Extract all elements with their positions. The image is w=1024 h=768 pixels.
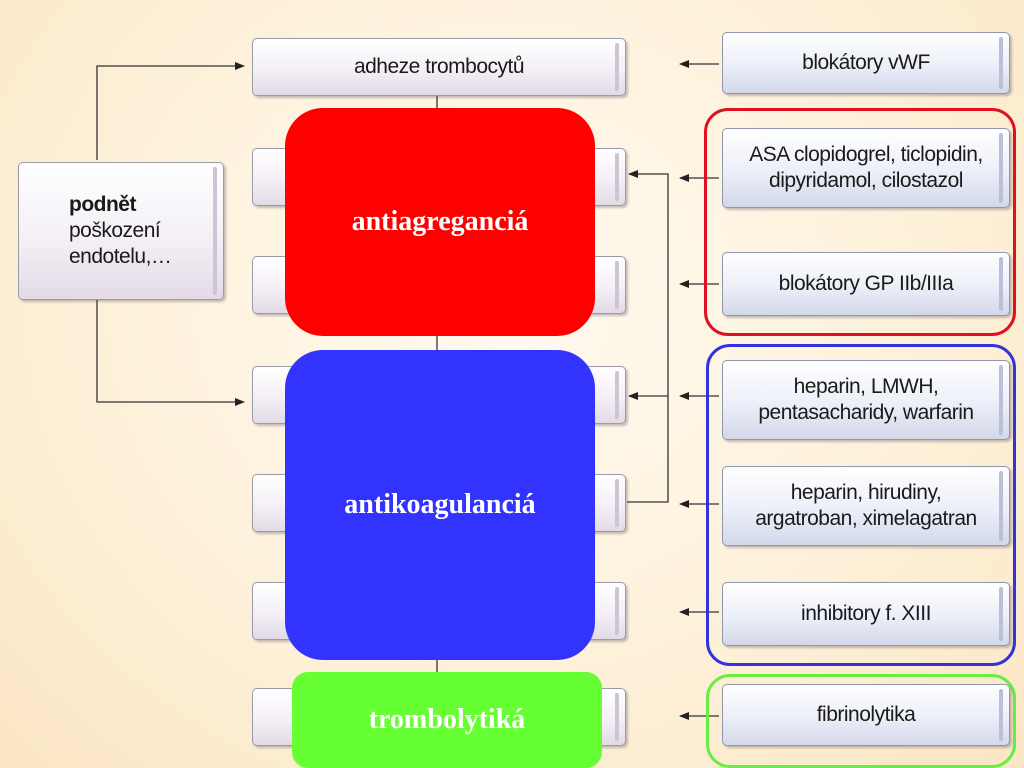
drug-label: pentasacharidy, warfarin — [758, 401, 974, 424]
stimulus-to-adhesion-arrow — [96, 62, 245, 160]
stimulus-to-coagulation-arrow — [96, 300, 245, 406]
drug-label: blokátory GP IIb/IIIa — [778, 271, 954, 295]
thrombolytic-label: trombolytiká — [368, 704, 526, 735]
anticoagulant-group-outline — [706, 344, 1016, 666]
drug-label: dipyridamol, cilostazol — [769, 169, 963, 192]
stimulus-line: poškození — [69, 218, 161, 242]
drug-label: argatroban, ximelagatran — [755, 507, 977, 530]
thrombolytic-group-outline — [706, 674, 1016, 768]
drug-box-vwf-blockers: blokátory vWF — [722, 32, 1010, 94]
drug-box-xiii-inhibitors: inhibitory f. XIII — [722, 582, 1010, 646]
drug-box-asa: ASA clopidogrel, ticlopidin, dipyridamol… — [722, 128, 1010, 208]
antiplatelet-label: antiagreganciá — [351, 206, 529, 237]
anticoagulant-label: antikoagulanciá — [344, 489, 536, 520]
drug-box-heparin-hirudin: heparin, hirudiny, argatroban, ximelagat… — [722, 466, 1010, 546]
drug-label: blokátory vWF — [802, 50, 930, 74]
stimulus-title: podnět — [69, 192, 136, 216]
drug-label: fibrinolytika — [816, 702, 916, 726]
drug-label: inhibitory f. XIII — [801, 601, 931, 625]
thrombolytic-overlay: trombolytiká — [292, 672, 602, 768]
feedback-line — [627, 170, 669, 503]
antiplatelet-overlay: antiagreganciá — [285, 108, 595, 336]
stimulus-line: endotelu,… — [69, 245, 172, 269]
drug-box-heparin-lmwh: heparin, LMWH, pentasacharidy, warfarin — [722, 360, 1010, 440]
drug-box-fibrinolytics: fibrinolytika — [722, 684, 1010, 746]
drug-label: heparin, LMWH, — [793, 374, 939, 398]
cascade-step-adhesion: adheze trombocytů — [252, 38, 626, 96]
anticoagulant-overlay: antikoagulanciá — [285, 350, 595, 660]
drug-label: ASA clopidogrel, ticlopidin, — [749, 142, 983, 166]
cascade-step-label: adheze trombocytů — [353, 54, 525, 78]
drug-box-gp-blockers: blokátory GP IIb/IIIa — [722, 252, 1010, 316]
stimulus-box: podnět poškození endotelu,… — [18, 162, 224, 300]
drug-label: heparin, hirudiny, — [790, 480, 942, 504]
antiplatelet-group-outline — [704, 108, 1016, 336]
